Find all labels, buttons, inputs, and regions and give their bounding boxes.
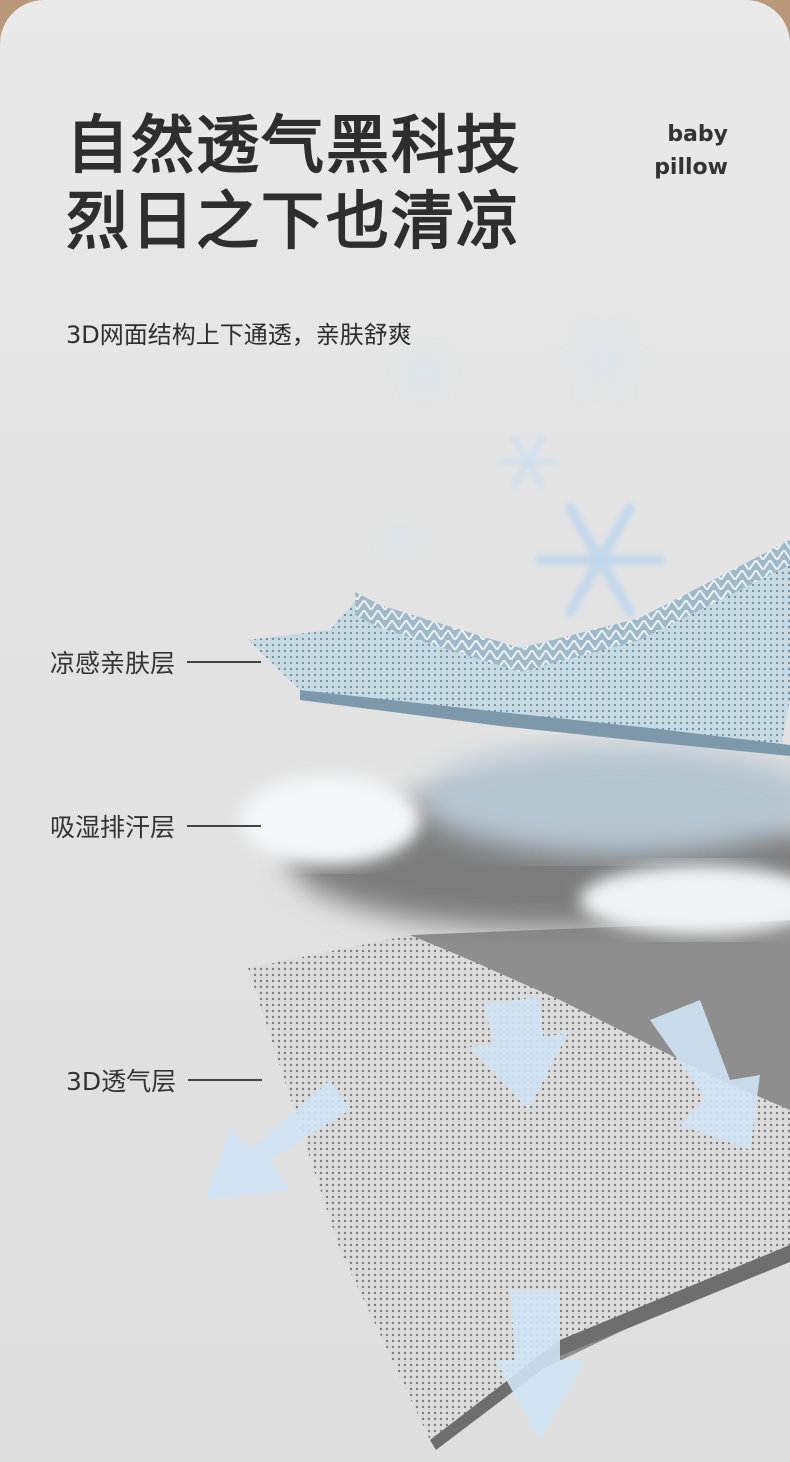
layer-label-text: 吸湿排汗层 (50, 813, 176, 842)
leader-line (187, 661, 262, 663)
brand-logo: baby pillow (654, 118, 728, 184)
brand-line-1: baby (667, 122, 728, 147)
absorb-layer-cloud (240, 745, 790, 935)
layer-label-absorb: 吸湿排汗层 (50, 808, 262, 844)
snowflake-icon (535, 503, 665, 617)
subtitle: 3D网面结构上下通透，亲肤舒爽 (66, 321, 412, 349)
snowflake-icon (379, 322, 647, 559)
leader-line (188, 1079, 263, 1081)
layer-label-text: 3D透气层 (66, 1067, 177, 1096)
layer-label-text: 凉感亲肤层 (50, 649, 176, 678)
arrow-down-icon (205, 997, 760, 1440)
page-title: 自然透气黑科技 烈日之下也清凉 (66, 108, 521, 260)
leader-line (187, 825, 262, 827)
title-line-2: 烈日之下也清凉 (66, 185, 521, 258)
title-line-1: 自然透气黑科技 (66, 109, 521, 182)
cool-layer-sheet (248, 540, 790, 756)
brand-line-2: pillow (654, 155, 728, 180)
layer-label-cool: 凉感亲肤层 (50, 644, 262, 680)
layer-label-mesh: 3D透气层 (66, 1062, 263, 1098)
snowflake-icon (497, 435, 559, 489)
